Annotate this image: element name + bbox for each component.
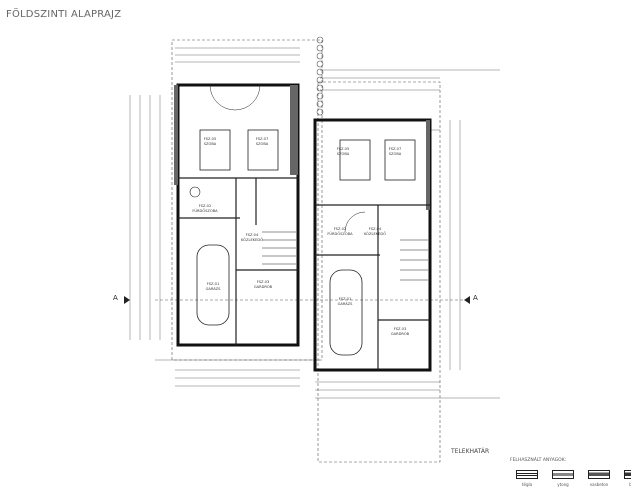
room-name: GARDRÓB <box>254 284 273 289</box>
right-unit <box>313 118 432 372</box>
drawing-title: FÖLDSZINTI ALAPRAJZ <box>6 9 122 20</box>
room-labels-left: FSZ.05 SZOBA FSZ.07 SZOBA FSZ.02 FÜRDŐSZ… <box>192 137 272 291</box>
hedge <box>316 36 324 116</box>
legend-swatch <box>624 470 631 479</box>
section-label: A <box>113 294 118 302</box>
plot-boundary-label: TELEKHATÁR <box>451 448 490 455</box>
legend-item: tégla <box>515 470 539 487</box>
room-code: FSZ.07 <box>389 147 401 151</box>
legend-item: vasbeton <box>587 470 611 487</box>
legend-swatch <box>516 470 538 479</box>
legend-title: FELHASZNÁLT ANYAGOK: <box>510 458 567 463</box>
materials-legend: tégla ytong vasbeton beton <box>515 470 631 487</box>
legend-label: ytong <box>557 482 569 487</box>
room-code: FSZ.05 <box>337 147 349 151</box>
plot-boundary <box>155 39 470 463</box>
room-name: SZOBA <box>389 152 402 156</box>
section-label: A <box>473 294 478 302</box>
room-code: FSZ.01 <box>339 297 351 301</box>
room-name: FÜRDŐSZOBA <box>327 231 353 236</box>
room-code: FSZ.02 <box>334 227 346 231</box>
legend-label: tégla <box>521 482 533 487</box>
section-marker-left: A <box>113 294 130 304</box>
room-code: FSZ.07 <box>256 137 268 141</box>
room-code: FSZ.03 <box>257 280 269 284</box>
legend-item: ytong <box>551 470 575 487</box>
room-name: KÖZLEKEDŐ <box>364 231 386 236</box>
section-marker-right: A <box>464 294 478 304</box>
room-code: FSZ.03 <box>394 327 406 331</box>
legend-swatch <box>588 470 610 479</box>
room-name: FÜRDŐSZOBA <box>192 208 218 213</box>
room-code: FSZ.01 <box>207 282 219 286</box>
room-name: SZOBA <box>256 142 269 146</box>
room-name: GARDRÓB <box>391 331 410 336</box>
left-unit <box>174 83 300 347</box>
room-name: KÖZLEKEDŐ <box>241 237 263 242</box>
room-code: FSZ.05 <box>204 137 216 141</box>
room-code: FSZ.02 <box>199 204 211 208</box>
room-name: GARÁZS <box>206 286 222 291</box>
room-name: GARÁZS <box>338 301 354 306</box>
room-labels-right: FSZ.05 SZOBA FSZ.07 SZOBA FSZ.02 FÜRDŐSZ… <box>327 147 409 336</box>
legend-label: vasbeton <box>589 482 609 487</box>
room-code: FSZ.04 <box>246 233 259 237</box>
room-name: SZOBA <box>337 152 350 156</box>
legend-label: beton <box>629 482 631 487</box>
room-name: SZOBA <box>204 142 217 146</box>
legend-item: beton <box>623 470 631 487</box>
dimension-lines <box>129 47 500 399</box>
room-code: FSZ.04 <box>369 227 382 231</box>
legend-swatch <box>552 470 574 479</box>
